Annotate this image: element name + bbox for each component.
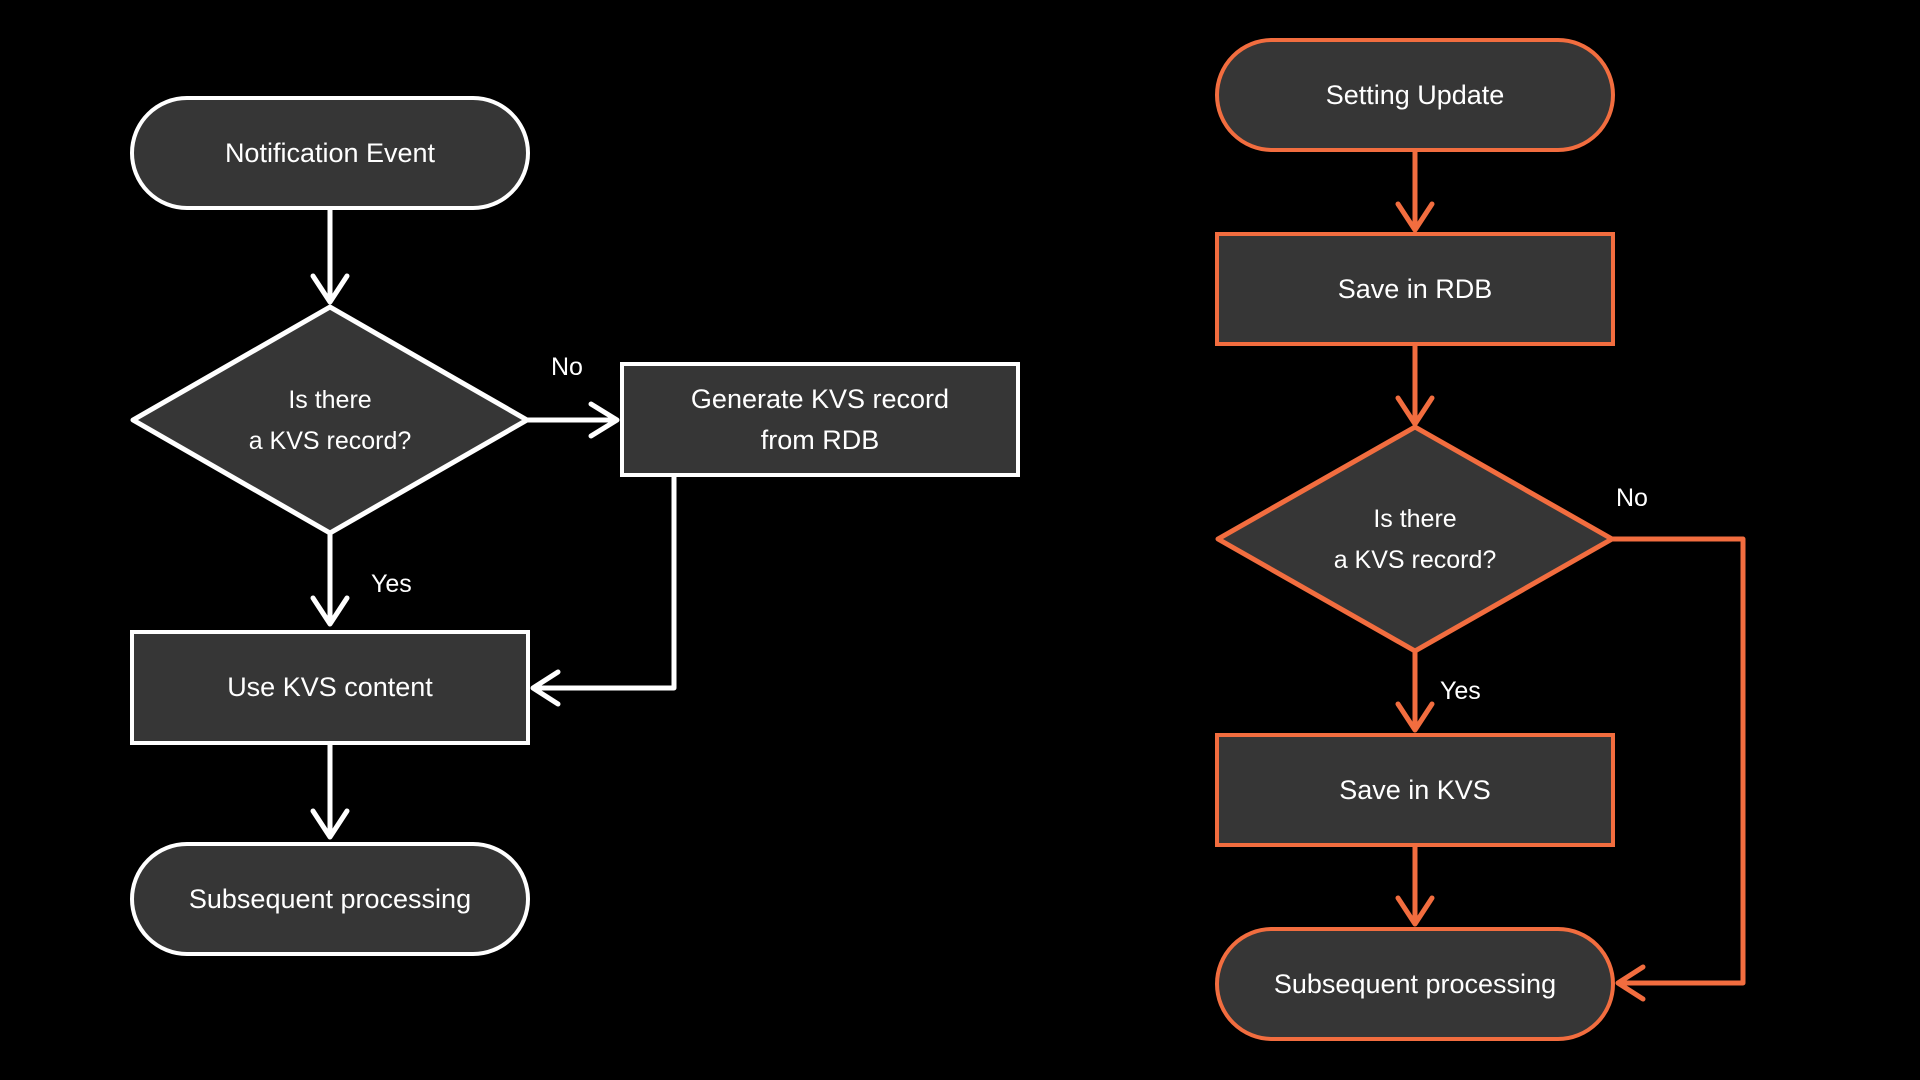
save-in-rdb-node: Save in RDB: [1215, 232, 1615, 346]
setting-update-node: Setting Update: [1215, 38, 1615, 152]
generate-kvs-line1: Generate KVS record: [690, 383, 950, 414]
save-in-rdb-label: Save in RDB: [1337, 273, 1493, 304]
right-decision-line1: Is there: [1373, 505, 1457, 533]
left-yes-label: Yes: [371, 570, 412, 598]
notification-event-node: Notification Event: [130, 96, 530, 210]
arrow-start-to-decision: [310, 207, 350, 305]
left-subsequent-processing-label: Subsequent processing: [188, 883, 472, 914]
setting-update-label: Setting Update: [1325, 79, 1505, 110]
generate-kvs-line2: from RDB: [760, 424, 880, 455]
left-subsequent-processing-node: Subsequent processing: [130, 842, 530, 956]
arrow-save-kvs-to-end: [1395, 844, 1435, 927]
right-decision-line2: a KVS record?: [1333, 546, 1497, 574]
arrow-decision-yes-to-use: [310, 530, 350, 627]
arrow-decision-yes-to-save-kvs: [1395, 648, 1435, 733]
right-subsequent-processing-node: Subsequent processing: [1215, 927, 1615, 1041]
arrow-generate-to-use: [530, 474, 677, 707]
save-in-kvs-node: Save in KVS: [1215, 733, 1615, 847]
right-yes-label: Yes: [1440, 677, 1481, 705]
use-kvs-content-node: Use KVS content: [130, 630, 530, 745]
left-no-label: No: [551, 353, 583, 381]
arrow-rdb-to-decision: [1395, 343, 1435, 427]
arrow-use-to-end: [310, 742, 350, 840]
right-no-label: No: [1616, 484, 1648, 512]
right-decision-text: Is there a KVS record?: [1285, 499, 1545, 581]
left-decision-line2: a KVS record?: [248, 427, 412, 455]
arrow-setting-to-rdb: [1395, 149, 1435, 233]
arrow-decision-no-to-end: [1609, 536, 1746, 1002]
arrow-decision-no-to-generate: [524, 401, 620, 439]
save-in-kvs-label: Save in KVS: [1339, 774, 1491, 805]
use-kvs-content-label: Use KVS content: [227, 672, 433, 702]
notification-event-label: Notification Event: [224, 137, 436, 168]
right-subsequent-processing-label: Subsequent processing: [1273, 968, 1557, 999]
generate-kvs-record-node: Generate KVS record from RDB: [620, 362, 1020, 477]
left-decision-line1: Is there: [288, 386, 372, 414]
left-decision-text: Is there a KVS record?: [200, 380, 460, 462]
